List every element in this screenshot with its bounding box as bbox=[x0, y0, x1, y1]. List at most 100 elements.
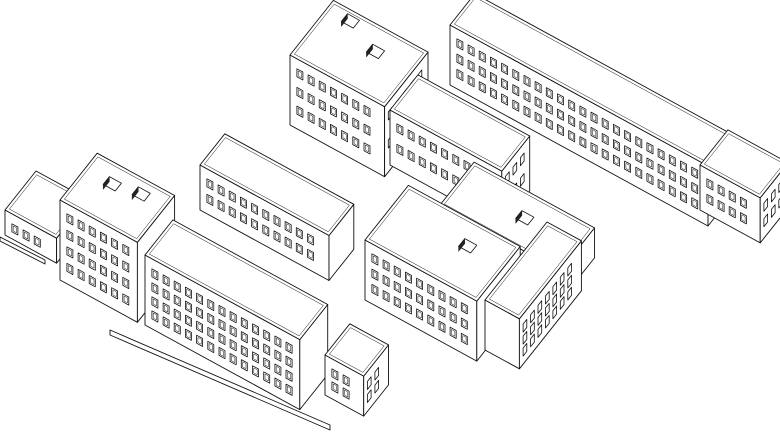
window-pane bbox=[79, 221, 84, 230]
end-window bbox=[537, 324, 543, 338]
window-pane bbox=[547, 89, 552, 97]
building-roof bbox=[364, 184, 521, 302]
end-window bbox=[552, 305, 557, 320]
window-pane bbox=[219, 186, 224, 195]
window-pane bbox=[569, 101, 574, 110]
window-pane bbox=[175, 324, 180, 333]
window-pane bbox=[297, 89, 302, 97]
building-roof bbox=[699, 129, 780, 199]
window-pane bbox=[603, 150, 608, 159]
window-pane bbox=[659, 150, 664, 159]
window-pane bbox=[536, 114, 541, 122]
window-pane bbox=[547, 120, 552, 128]
window-pane bbox=[342, 95, 347, 103]
window-pane bbox=[331, 126, 336, 134]
window-pane bbox=[462, 335, 467, 343]
end-window bbox=[559, 296, 565, 310]
window-pane bbox=[67, 215, 72, 224]
window-pane bbox=[186, 317, 191, 325]
end-window bbox=[559, 272, 565, 286]
window-pane bbox=[208, 301, 213, 309]
window-pane bbox=[112, 256, 117, 265]
roof-parapet bbox=[149, 223, 324, 337]
window-pane bbox=[469, 77, 474, 85]
window-pane bbox=[592, 114, 597, 122]
end-window bbox=[552, 293, 557, 308]
roof-parapet bbox=[369, 188, 517, 298]
window-pane bbox=[253, 325, 258, 334]
window-pane bbox=[384, 261, 389, 270]
window-pane bbox=[12, 225, 17, 234]
window-pane bbox=[451, 329, 456, 337]
window-pane bbox=[331, 89, 336, 97]
window-pane bbox=[603, 120, 608, 128]
window-pane bbox=[428, 316, 433, 325]
window-pane bbox=[580, 123, 585, 131]
end-window bbox=[374, 379, 380, 394]
window-pane bbox=[342, 132, 347, 140]
end-window bbox=[520, 152, 525, 167]
window-pane bbox=[719, 202, 724, 210]
window-pane bbox=[264, 373, 269, 382]
window-pane bbox=[208, 329, 213, 337]
window-pane bbox=[320, 120, 325, 128]
window-pane bbox=[462, 319, 467, 328]
window-pane bbox=[297, 245, 302, 253]
window-pane bbox=[186, 331, 191, 339]
window-pane bbox=[372, 271, 377, 279]
window-pane bbox=[502, 80, 507, 88]
window-pane bbox=[614, 141, 619, 149]
window-pane bbox=[365, 144, 369, 153]
end-window bbox=[520, 173, 525, 187]
window-pane bbox=[480, 52, 485, 61]
building-block bbox=[199, 133, 355, 281]
skylight-shadow bbox=[341, 13, 348, 27]
window-pane bbox=[469, 62, 474, 70]
window-pane bbox=[197, 309, 202, 317]
window-pane bbox=[241, 199, 246, 207]
window-pane bbox=[175, 282, 180, 291]
window-pane bbox=[342, 113, 347, 122]
window-pane bbox=[440, 307, 444, 316]
roof-parapet bbox=[204, 137, 350, 233]
end-window bbox=[530, 333, 535, 348]
window-pane bbox=[625, 147, 630, 156]
window-pane bbox=[164, 318, 169, 327]
window-pane bbox=[457, 56, 462, 64]
window-pane bbox=[431, 144, 436, 152]
window-pane bbox=[670, 187, 675, 195]
window-pane bbox=[197, 295, 202, 303]
window-pane bbox=[79, 271, 84, 279]
window-pane bbox=[409, 152, 414, 160]
window-pane bbox=[592, 144, 597, 153]
building-roof bbox=[484, 221, 582, 320]
window-pane bbox=[428, 286, 433, 294]
plinth-edge bbox=[109, 329, 331, 431]
window-pane bbox=[90, 260, 95, 269]
window-pane bbox=[647, 144, 652, 152]
window-pane bbox=[297, 229, 302, 237]
window-pane bbox=[101, 283, 106, 291]
window-pane bbox=[647, 175, 652, 183]
building-roof bbox=[144, 219, 329, 341]
window-pane bbox=[513, 101, 518, 110]
window-pane bbox=[230, 192, 235, 201]
window-pane bbox=[406, 274, 411, 282]
window-pane bbox=[625, 163, 630, 171]
window-pane bbox=[219, 202, 224, 210]
window-pane bbox=[513, 86, 518, 94]
window-pane bbox=[547, 104, 552, 113]
window-pane bbox=[309, 114, 314, 122]
plinth-edge bbox=[0, 236, 46, 265]
window-pane bbox=[309, 76, 314, 85]
window-pane bbox=[614, 126, 619, 134]
window-pane bbox=[320, 82, 325, 91]
window-pane bbox=[123, 279, 128, 287]
window-pane bbox=[395, 298, 400, 306]
building-roof bbox=[199, 133, 355, 236]
window-pane bbox=[480, 68, 485, 76]
window-pane bbox=[242, 361, 247, 369]
window-pane bbox=[123, 246, 128, 254]
window-pane bbox=[197, 323, 202, 331]
window-pane bbox=[417, 295, 422, 303]
